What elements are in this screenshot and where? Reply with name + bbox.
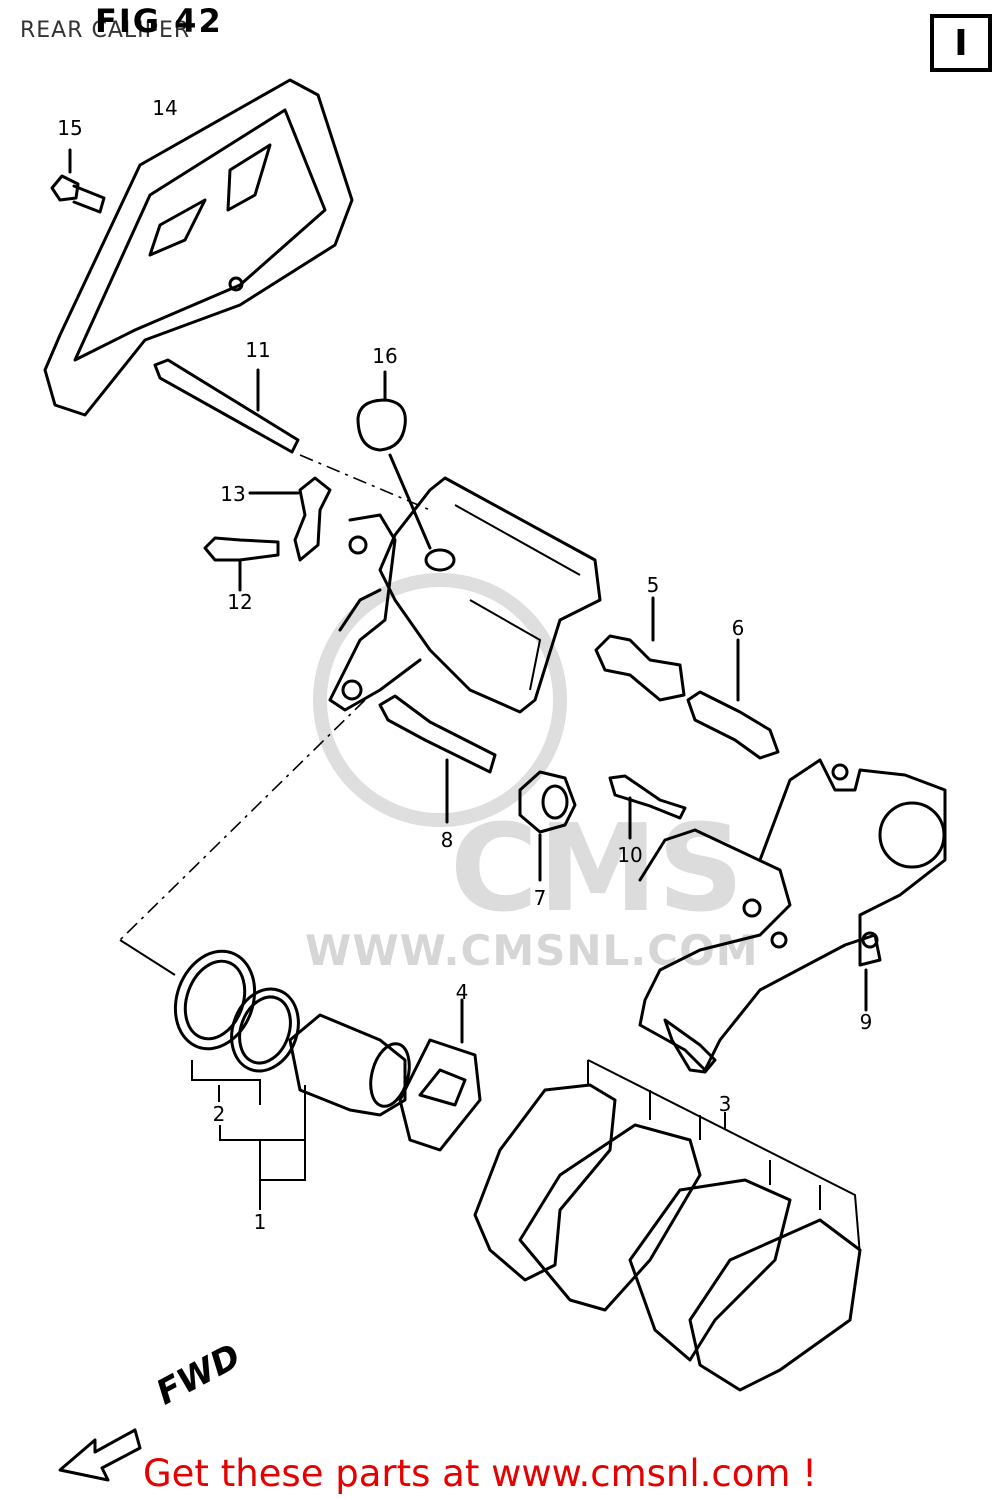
promo-link[interactable]: Get these parts at www.cmsnl.com !: [143, 1452, 818, 1495]
part-2-piston-seals: [173, 949, 300, 1073]
callout-5: 5: [646, 573, 660, 597]
watermark-ring: [313, 573, 567, 827]
callout-2: 2: [212, 1102, 226, 1126]
callout-6: 6: [731, 616, 745, 640]
callout-9: 9: [859, 1010, 873, 1034]
figure-title: FIG 42: [95, 2, 223, 40]
part-3-brake-pads: [473, 1059, 862, 1392]
part-16-cap: [356, 370, 407, 452]
part-14-caliper-guard: [43, 78, 354, 417]
callout-14: 14: [152, 96, 178, 120]
callout-8: 8: [440, 828, 454, 852]
callout-11: 11: [245, 338, 271, 362]
part-7-boot: [518, 770, 577, 882]
callout-15: 15: [57, 116, 83, 140]
caliper-body: [328, 453, 602, 714]
callout-3: 3: [718, 1092, 732, 1116]
part-11-slide-pin: [153, 358, 300, 454]
callout-16: 16: [372, 344, 398, 368]
watermark-logo: CMS: [450, 800, 744, 939]
part-1-piston: [288, 1013, 411, 1117]
part-10-spring-clip: [608, 774, 687, 840]
callout-12: 12: [227, 590, 253, 614]
forward-arrow-icon: [58, 1428, 142, 1482]
leader-lines: [119, 454, 431, 1210]
watermark-url: WWW.CMSNL.COM: [305, 926, 759, 975]
part-15-bolt: [50, 148, 106, 214]
part-8-pin: [378, 694, 497, 824]
part-6-bolt: [686, 638, 780, 760]
diagram-subtitle: REAR CALIPER: [20, 18, 191, 43]
part-13-pad-spring-plate: [248, 476, 332, 562]
callout-4: 4: [455, 980, 469, 1004]
part-9-caliper-bracket: [638, 758, 947, 1074]
part-4-shim: [398, 998, 482, 1152]
callout-10: 10: [617, 843, 643, 867]
part-12-bleeder-valve: [203, 536, 280, 592]
section-mark: I: [930, 14, 992, 72]
callout-7: 7: [533, 886, 547, 910]
part-5-sleeve: [594, 596, 686, 702]
callout-13: 13: [220, 482, 246, 506]
callout-1: 1: [253, 1210, 267, 1234]
